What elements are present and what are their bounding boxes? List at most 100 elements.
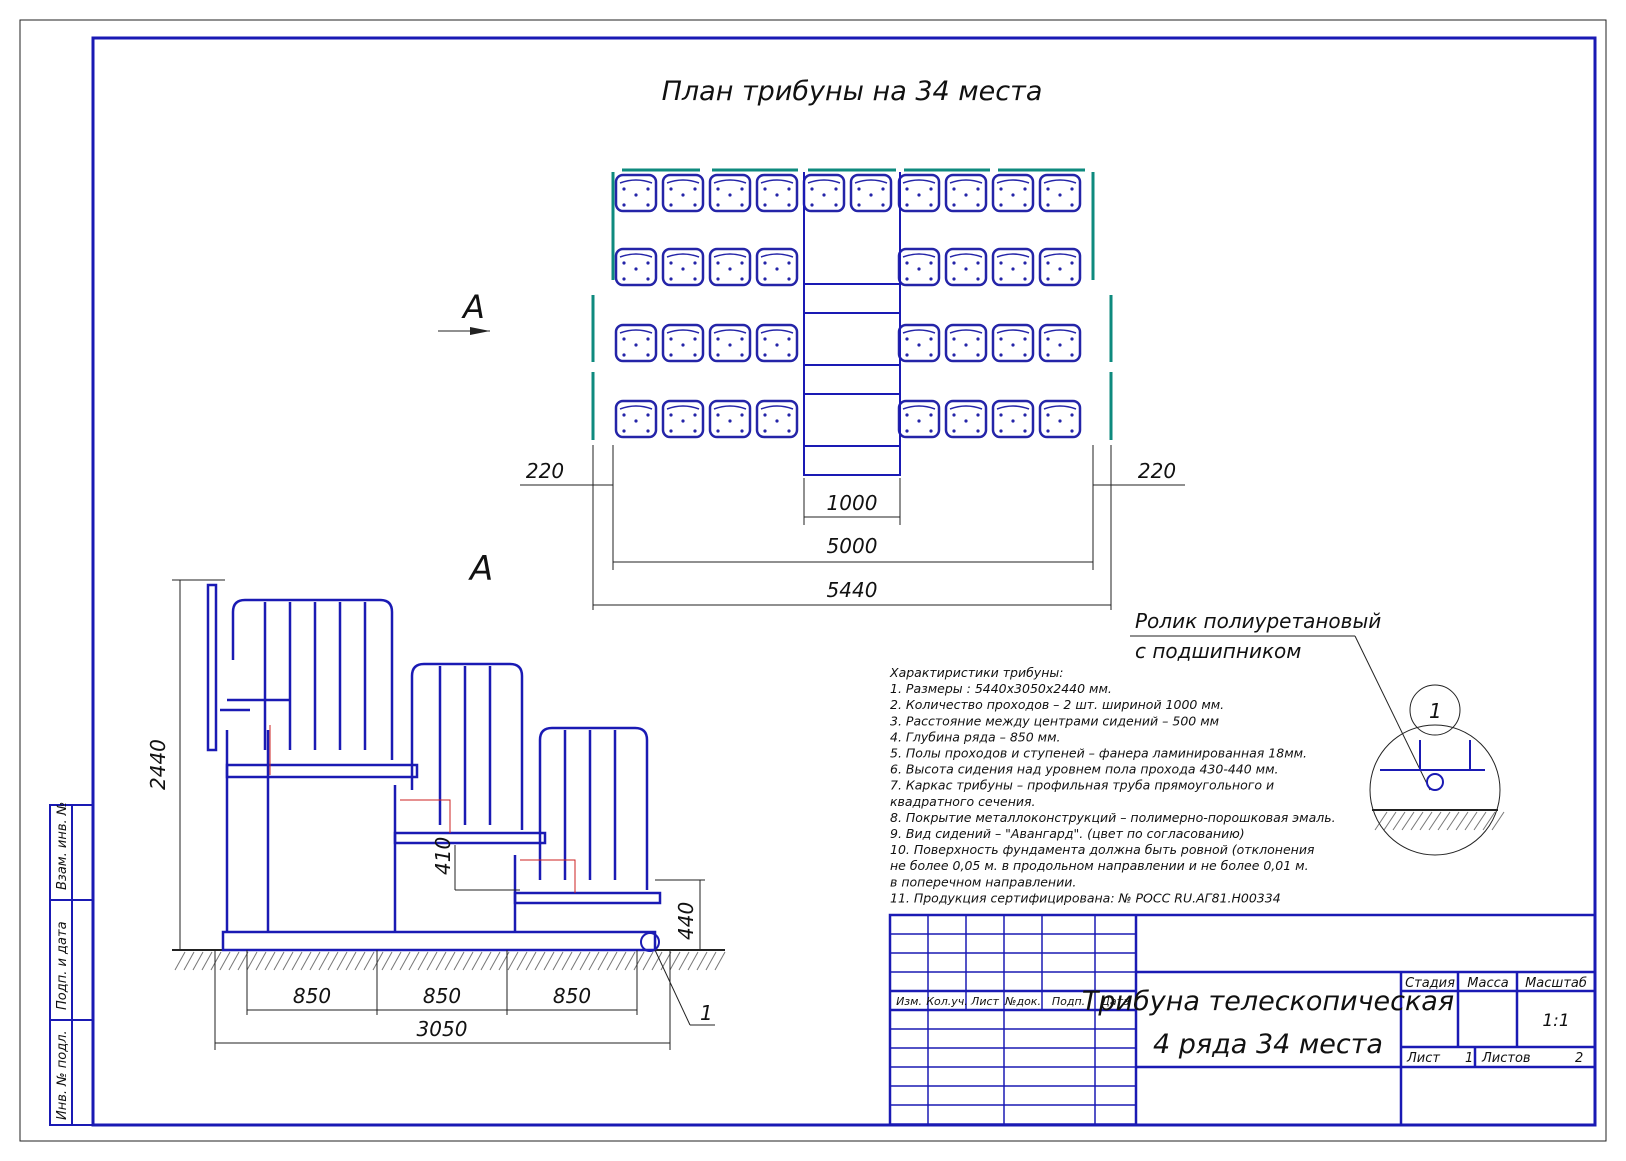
sheet-value: 1 xyxy=(1465,1051,1473,1066)
seat xyxy=(991,173,1035,213)
note-line: 3. Расстояние между центрами сидений – 5… xyxy=(890,713,1219,728)
seat xyxy=(755,399,799,439)
seat xyxy=(991,399,1035,439)
title-block-column-header: Лист xyxy=(970,995,999,1008)
view-arrow-icon xyxy=(470,327,490,335)
side-elevation: А xyxy=(146,549,1505,1050)
seat xyxy=(944,173,988,213)
note-line: Характиристики трибуны: xyxy=(889,665,1063,680)
stamp-original-inv: Инв. № подл. xyxy=(55,1030,70,1120)
title-block-column-header: Подп. xyxy=(1052,995,1085,1008)
seat xyxy=(802,173,846,213)
stamp-replaced-inv: Взам. инв. № xyxy=(55,802,70,890)
seat xyxy=(1038,323,1082,363)
view-arrow-label: А xyxy=(461,288,485,326)
plywood-floor xyxy=(269,725,576,893)
title-block-column-header: Дата xyxy=(1100,995,1130,1008)
side-stamp: Взам. инв. № Подп. и дата Инв. № подл. xyxy=(49,802,94,1126)
note-line: 5. Полы проходов и ступеней – фанера лам… xyxy=(890,746,1307,761)
seat xyxy=(661,247,705,287)
seat xyxy=(614,399,658,439)
side-dimensions xyxy=(172,579,715,1050)
note-line: в поперечном направлении. xyxy=(890,874,1076,889)
note-line: 4. Глубина ряда – 850 мм. xyxy=(890,729,1061,744)
note-line: 10. Поверхность фундамента должна быть р… xyxy=(890,842,1315,857)
seat xyxy=(897,399,941,439)
stamp-sign-date: Подп. и дата xyxy=(55,921,70,1010)
seat xyxy=(944,323,988,363)
dim-floor: 440 xyxy=(674,902,698,940)
scale-label: Масштаб xyxy=(1525,976,1587,991)
title-block-column-header: №док. xyxy=(1004,995,1041,1008)
guard-rails xyxy=(591,168,1113,440)
seat xyxy=(708,323,752,363)
plan-dimensions xyxy=(520,445,1185,610)
seat xyxy=(755,247,799,287)
dim-row-1: 850 xyxy=(293,984,331,1008)
roller-callout: 1 xyxy=(1429,699,1442,723)
dim-row-3: 850 xyxy=(553,984,591,1008)
note-line: 6. Высота сидения над уровнем пола прохо… xyxy=(890,762,1279,777)
seat xyxy=(849,173,893,213)
note-line: 7. Каркас трибуны – профильная труба пря… xyxy=(890,778,1274,793)
drawing-name-line-2: 4 ряда 34 места xyxy=(1153,1029,1383,1060)
title-block-column-header: Изм. xyxy=(896,995,922,1008)
note-line: 2. Количество проходов – 2 шт. шириной 1… xyxy=(890,697,1224,712)
seat xyxy=(661,399,705,439)
mass-label: Масса xyxy=(1467,976,1508,991)
roller-wheel xyxy=(640,932,660,952)
seat xyxy=(897,247,941,287)
seat xyxy=(755,323,799,363)
seat xyxy=(944,399,988,439)
seat xyxy=(1038,247,1082,287)
seat xyxy=(755,173,799,213)
seat xyxy=(708,399,752,439)
seat xyxy=(897,323,941,363)
dim-step: 410 xyxy=(431,837,455,875)
dim-right-margin: 220 xyxy=(1138,459,1176,483)
sheets-label: Листов xyxy=(1481,1051,1531,1066)
note-line: квадратного сечения. xyxy=(890,794,1036,809)
dim-inner: 5000 xyxy=(827,534,878,558)
page-title: План трибуны на 34 места xyxy=(662,76,1043,107)
stage-label: Стадия xyxy=(1405,976,1455,991)
seat xyxy=(614,323,658,363)
note-line: 8. Покрытие металлоконструкций – полимер… xyxy=(890,810,1336,825)
seat xyxy=(897,173,941,213)
note-line: 1. Размеры : 5440х3050х2440 мм. xyxy=(890,681,1112,696)
drawing-name-line-1: Трибуна телескопическая xyxy=(1082,986,1454,1017)
dim-left-margin: 220 xyxy=(526,459,564,483)
note-line: 9. Вид сидений – "Авангард". (цвет по со… xyxy=(890,826,1245,841)
seat xyxy=(944,247,988,287)
seat xyxy=(991,323,1035,363)
section-label: А xyxy=(468,549,493,589)
seat xyxy=(708,173,752,213)
dim-aisle: 1000 xyxy=(827,491,878,515)
seat xyxy=(614,247,658,287)
seat xyxy=(991,247,1035,287)
note-line: не более 0,05 м. в продольном направлени… xyxy=(890,858,1309,873)
seat xyxy=(1038,399,1082,439)
seat xyxy=(708,247,752,287)
plan-view: А 220 220 1000 5000 5440 xyxy=(438,168,1185,610)
dim-total: 5440 xyxy=(827,578,878,602)
specifications-notes: Характиристики трибуны:1. Размеры : 5440… xyxy=(889,665,1336,905)
trim-border xyxy=(19,19,1607,1142)
seat xyxy=(661,323,705,363)
note-line: 11. Продукция сертифицирована: № РОСС RU… xyxy=(890,890,1281,905)
drawing-frame xyxy=(91,36,1597,1127)
seat xyxy=(661,173,705,213)
sheets-value: 2 xyxy=(1575,1051,1583,1066)
seat xyxy=(614,173,658,213)
callout-roller: 1 xyxy=(700,1001,713,1025)
dim-height: 2440 xyxy=(146,739,170,790)
roller-label-2: с подшипником xyxy=(1135,639,1301,663)
dim-row-2: 850 xyxy=(423,984,461,1008)
dim-depth: 3050 xyxy=(417,1017,468,1041)
sheet-label: Лист xyxy=(1406,1051,1440,1066)
tribune-frame xyxy=(206,583,662,952)
roller-label-1: Ролик полиуретановый xyxy=(1135,609,1381,633)
aisle-steps xyxy=(803,172,901,476)
